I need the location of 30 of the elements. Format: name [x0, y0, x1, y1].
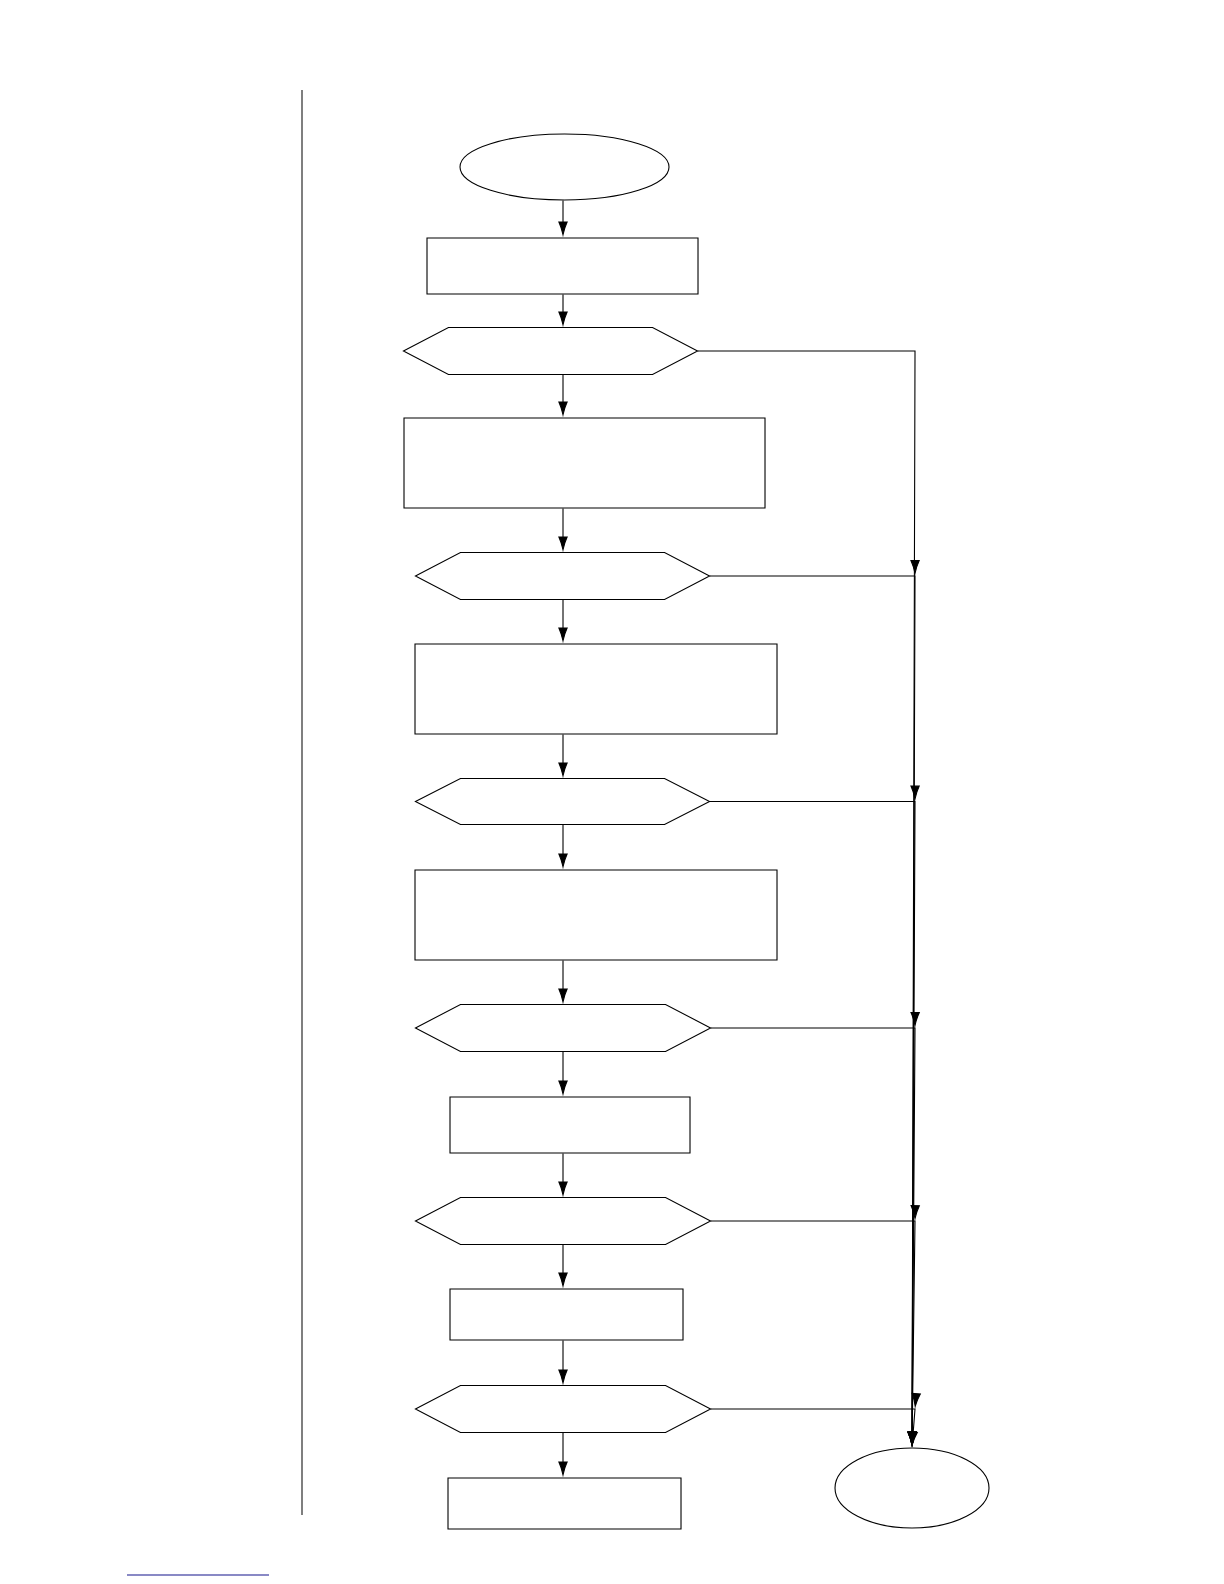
arrow — [558, 1244, 568, 1287]
arrow — [710, 1012, 920, 1446]
process-box — [414, 643, 778, 735]
decision-hexagon — [414, 551, 711, 601]
arrow — [710, 1392, 921, 1446]
arrow — [558, 200, 568, 236]
process-box — [426, 237, 699, 295]
arrow — [558, 599, 568, 642]
arrow — [558, 1051, 568, 1095]
decision-hexagon — [402, 326, 699, 376]
arrow — [558, 374, 568, 416]
decision-hexagon — [414, 1384, 712, 1434]
arrow — [558, 1340, 568, 1384]
arrow — [558, 960, 568, 1003]
arrow — [558, 1432, 568, 1476]
arrow — [558, 508, 568, 551]
arrow — [558, 734, 568, 777]
decision-hexagon — [414, 1003, 712, 1053]
process-box — [447, 1477, 682, 1530]
arrow — [558, 824, 568, 868]
process-box — [449, 1288, 684, 1341]
terminal-ellipse — [834, 1447, 990, 1529]
process-box — [403, 417, 766, 509]
process-box — [414, 869, 778, 961]
arrow — [558, 294, 568, 326]
process-box — [449, 1096, 691, 1154]
arrow — [558, 1153, 568, 1196]
terminal-ellipse — [459, 133, 670, 201]
decision-hexagon — [414, 1196, 712, 1246]
decision-hexagon — [414, 777, 711, 826]
